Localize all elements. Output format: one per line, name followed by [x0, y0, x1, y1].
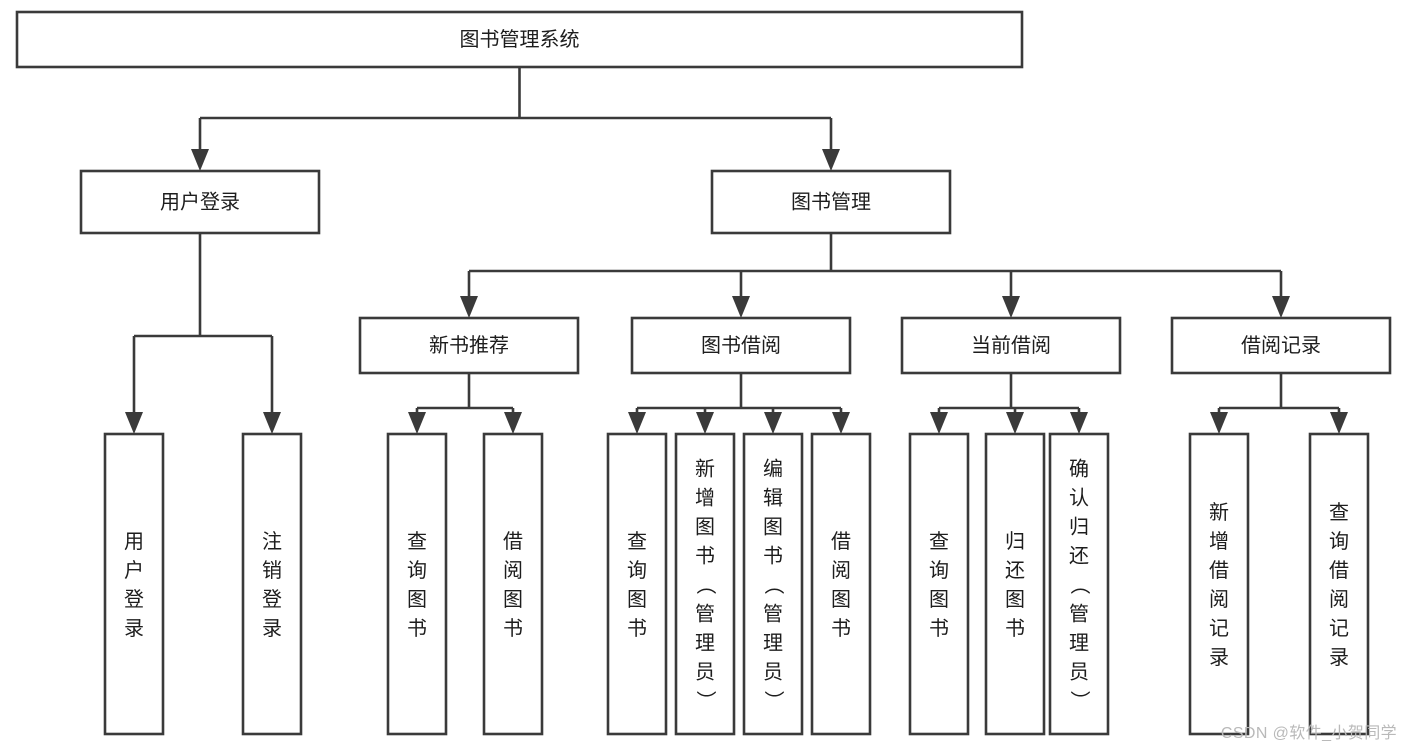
node-leaf-4[interactable]: 查询图书 — [606, 432, 668, 736]
node-label: 归还图书 — [1005, 530, 1025, 640]
node-box — [742, 432, 804, 736]
node-box — [1188, 432, 1250, 736]
node-label: 确认归还（管理员） — [1069, 458, 1090, 713]
edges-layer — [125, 67, 1348, 434]
node-label: 编辑图书（管理员） — [763, 458, 784, 713]
node-l3-2[interactable]: 当前借阅 — [900, 316, 1122, 375]
node-box — [482, 432, 544, 736]
node-leaf-8[interactable]: 查询图书 — [908, 432, 970, 736]
nodes-layer: 图书管理系统用户登录图书管理新书推荐图书借阅当前借阅借阅记录用户登录注销登录查询… — [15, 10, 1392, 736]
node-label: 新书推荐 — [429, 334, 509, 357]
node-leaf-0[interactable]: 用户登录 — [103, 432, 165, 736]
node-leaf-12[interactable]: 查询借阅记录 — [1308, 432, 1370, 736]
node-label: 用户登录 — [124, 531, 144, 640]
node-label: 新增图书（管理员） — [695, 458, 716, 713]
node-box — [900, 316, 1122, 375]
node-l3-0[interactable]: 新书推荐 — [358, 316, 580, 375]
arrowhead-icon — [832, 412, 850, 434]
node-box — [1170, 316, 1392, 375]
arrowhead-icon — [263, 412, 281, 434]
node-l2-0[interactable]: 用户登录 — [79, 169, 321, 235]
node-box — [1308, 432, 1370, 736]
node-label: 注销登录 — [262, 530, 282, 640]
arrowhead-icon — [125, 412, 143, 434]
arrowhead-icon — [696, 412, 714, 434]
arrowhead-icon — [1272, 296, 1290, 318]
node-label: 借阅图书 — [831, 530, 851, 640]
node-box — [241, 432, 303, 736]
node-label: 新增借阅记录 — [1209, 501, 1229, 669]
node-root[interactable]: 图书管理系统 — [15, 10, 1024, 69]
node-label: 借阅记录 — [1241, 334, 1321, 357]
node-label: 图书管理系统 — [460, 28, 580, 51]
node-l2-1[interactable]: 图书管理 — [710, 169, 952, 235]
arrowhead-icon — [1070, 412, 1088, 434]
node-box — [606, 432, 668, 736]
node-l3-3[interactable]: 借阅记录 — [1170, 316, 1392, 375]
node-l3-1[interactable]: 图书借阅 — [630, 316, 852, 375]
arrowhead-icon — [1002, 296, 1020, 318]
arrowhead-icon — [732, 296, 750, 318]
node-box — [810, 432, 872, 736]
node-leaf-10[interactable]: 确认归还（管理员） — [1048, 432, 1110, 736]
node-label: 图书管理 — [791, 190, 871, 213]
node-label: 当前借阅 — [971, 334, 1051, 357]
arrowhead-icon — [764, 412, 782, 434]
arrowhead-icon — [191, 149, 209, 171]
node-leaf-3[interactable]: 借阅图书 — [482, 432, 544, 736]
node-label: 图书借阅 — [701, 334, 781, 357]
arrowhead-icon — [504, 412, 522, 434]
node-box — [386, 432, 448, 736]
node-box — [630, 316, 852, 375]
arrowhead-icon — [930, 412, 948, 434]
node-box — [984, 432, 1046, 736]
node-box — [15, 10, 1024, 69]
node-leaf-6[interactable]: 编辑图书（管理员） — [742, 432, 804, 736]
node-leaf-5[interactable]: 新增图书（管理员） — [674, 432, 736, 736]
node-box — [358, 316, 580, 375]
node-label: 查询借阅记录 — [1329, 501, 1349, 669]
node-box — [674, 432, 736, 736]
node-box — [908, 432, 970, 736]
arrowhead-icon — [408, 412, 426, 434]
arrowhead-icon — [628, 412, 646, 434]
arrowhead-icon — [1210, 412, 1228, 434]
node-box — [1048, 432, 1110, 736]
node-box — [79, 169, 321, 235]
node-label: 查询图书 — [407, 530, 427, 640]
node-label: 借阅图书 — [503, 530, 523, 640]
node-label: 查询图书 — [929, 530, 949, 640]
arrowhead-icon — [460, 296, 478, 318]
arrowhead-icon — [1006, 412, 1024, 434]
node-box — [103, 432, 165, 736]
node-box — [710, 169, 952, 235]
node-label: 查询图书 — [627, 530, 647, 640]
node-label: 用户登录 — [160, 190, 240, 213]
arrowhead-icon — [1330, 412, 1348, 434]
node-leaf-9[interactable]: 归还图书 — [984, 432, 1046, 736]
node-leaf-7[interactable]: 借阅图书 — [810, 432, 872, 736]
node-leaf-1[interactable]: 注销登录 — [241, 432, 303, 736]
arrowhead-icon — [822, 149, 840, 171]
node-leaf-2[interactable]: 查询图书 — [386, 432, 448, 736]
node-leaf-11[interactable]: 新增借阅记录 — [1188, 432, 1250, 736]
watermark-text: CSDN @软件_小贺同学 — [1220, 725, 1397, 742]
